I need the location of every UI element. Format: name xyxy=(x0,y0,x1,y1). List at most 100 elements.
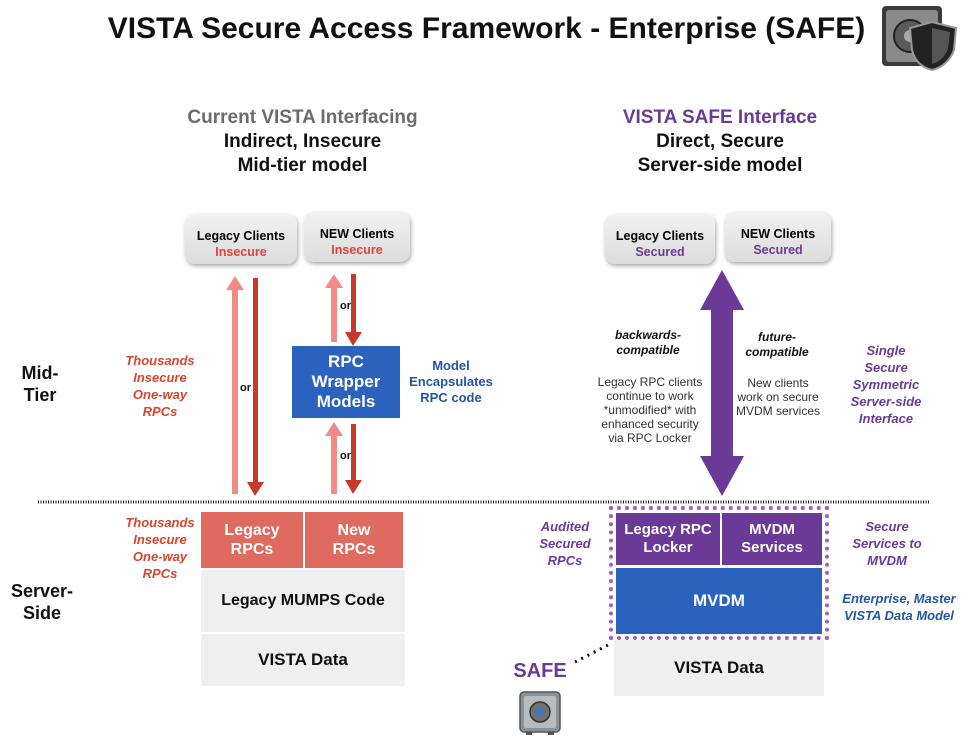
left-new-clients: NEW Clients Insecure xyxy=(304,212,410,262)
server-side-label: Server- Side xyxy=(2,580,82,624)
secure-services-note: Secure Services to MVDM xyxy=(838,518,936,569)
note-line: MVDM services xyxy=(735,404,820,418)
note-line: Thousands xyxy=(125,353,195,368)
box-line: RPCs xyxy=(230,541,274,558)
note-line: Model xyxy=(432,358,470,373)
future-compatible-desc: New clients work on secure MVDM services xyxy=(735,376,821,418)
right-header-2: Direct, Secure xyxy=(656,131,784,152)
left-header-3: Mid-tier model xyxy=(237,155,368,176)
note-line: Thousands xyxy=(125,515,195,530)
box-line: Legacy RPC xyxy=(624,521,712,538)
wrapper-top-down-arrow xyxy=(345,274,362,346)
note-line: continue to work xyxy=(606,389,694,403)
note-line: compatible xyxy=(745,345,809,359)
thousands-mid-note: Thousands Insecure One-way RPCs xyxy=(115,352,205,420)
note-line: Encapsulates xyxy=(409,374,493,389)
note-line: Single xyxy=(866,343,906,358)
enterprise-note: Enterprise, Master VISTA Data Model xyxy=(830,590,968,624)
note-line: *unmodified* with xyxy=(603,403,697,417)
note-line: Server-side xyxy=(850,394,922,409)
audited-secured-note: Audited Secured RPCs xyxy=(528,518,602,569)
note-line: compatible xyxy=(616,343,680,357)
note-line: New clients xyxy=(747,376,809,390)
note-line: Insecure xyxy=(133,532,187,547)
rpc-wrapper-models-box: RPC Wrapper Models xyxy=(292,346,400,418)
note-line: One-way xyxy=(132,549,188,564)
legacy-mumps-box: Legacy MUMPS Code xyxy=(201,570,405,632)
safe-vault-icon xyxy=(518,690,562,736)
box-line: Locker xyxy=(643,539,693,556)
right-header-3: Server-side model xyxy=(637,155,803,176)
left-up-arrow xyxy=(226,276,244,494)
box-line: New xyxy=(337,522,371,539)
safe-label: SAFE xyxy=(513,660,567,682)
left-vista-data-box: VISTA Data xyxy=(201,634,405,686)
note-line: RPCs xyxy=(142,566,178,581)
or-label-bottom: or xyxy=(340,450,351,462)
note-line: RPCs xyxy=(142,404,178,419)
right-new-clients-status: Secured xyxy=(753,243,803,257)
note-line: MVDM xyxy=(867,553,907,568)
box-line: MVDM xyxy=(749,521,795,538)
new-rpcs-box: New RPCs xyxy=(303,512,403,568)
right-legacy-clients: Legacy Clients Secured xyxy=(605,214,715,264)
backwards-compatible-label: backwards- compatible xyxy=(598,328,698,358)
note-line: Secure xyxy=(865,519,909,534)
note-line: enhanced security xyxy=(601,417,699,431)
note-line: backwards- xyxy=(614,328,682,342)
wrapper-top-up-arrow xyxy=(325,274,343,342)
safe-shield-icon xyxy=(880,4,962,74)
right-legacy-clients-status: Secured xyxy=(635,245,685,259)
wrapper-bottom-down-arrow xyxy=(345,424,362,494)
note-line: RPCs xyxy=(547,553,583,568)
safe-boundary-frame xyxy=(609,506,829,640)
note-line: Audited xyxy=(540,519,590,534)
note-line: Enterprise, Master xyxy=(842,591,956,606)
note-line: Interface xyxy=(858,411,914,426)
note-line: Services to xyxy=(852,536,922,551)
single-secure-interface-note: Single Secure Symmetric Server-side Inte… xyxy=(840,342,932,427)
safe-connector xyxy=(574,642,611,664)
left-new-clients-status: Insecure xyxy=(331,243,383,257)
note-line: Secure xyxy=(864,360,908,375)
mvdm-box: MVDM xyxy=(616,568,822,634)
note-line: Legacy RPC clients xyxy=(597,375,703,389)
page-title: VISTA Secure Access Framework - Enterpri… xyxy=(107,12,866,45)
right-new-clients-label: NEW Clients xyxy=(740,227,816,241)
mvdm-services-box: MVDM Services xyxy=(722,513,822,565)
left-header-2: Indirect, Insecure xyxy=(223,131,382,152)
box-line: Models xyxy=(316,392,376,411)
mid-tier-label: Mid- Tier xyxy=(10,362,70,406)
or-label-left: or xyxy=(240,382,251,394)
or-label-top: or xyxy=(340,300,351,312)
wrapper-bottom-up-arrow xyxy=(325,422,343,494)
note-line: via RPC Locker xyxy=(608,431,692,445)
box-line: Legacy xyxy=(224,522,280,539)
right-legacy-clients-label: Legacy Clients xyxy=(615,229,705,243)
note-line: Secured xyxy=(539,536,591,551)
left-legacy-clients: Legacy Clients Insecure xyxy=(185,214,297,264)
left-legacy-clients-status: Insecure xyxy=(215,245,267,259)
box-line: Wrapper xyxy=(311,372,381,391)
note-line: Insecure xyxy=(133,370,187,385)
note-line: Symmetric xyxy=(852,377,920,392)
right-vista-data-box: VISTA Data xyxy=(614,640,824,696)
right-header-1: VISTA SAFE Interface xyxy=(622,107,818,128)
legacy-rpcs-box: Legacy RPCs xyxy=(201,512,303,568)
box-line: RPC xyxy=(328,352,364,371)
note-line: work on secure xyxy=(737,390,819,404)
tier-line: Side xyxy=(22,603,61,623)
legacy-rpc-locker-box: Legacy RPC Locker xyxy=(616,513,720,565)
right-new-clients: NEW Clients Secured xyxy=(725,212,831,262)
model-encapsulates-note: Model Encapsulates RPC code xyxy=(405,358,497,406)
secure-double-arrow xyxy=(700,270,744,496)
thousands-server-note: Thousands Insecure One-way RPCs xyxy=(115,514,205,582)
left-down-arrow xyxy=(247,278,264,496)
note-line: future- xyxy=(758,330,796,344)
left-legacy-clients-label: Legacy Clients xyxy=(196,229,286,243)
left-new-clients-label: NEW Clients xyxy=(319,227,395,241)
box-line: Services xyxy=(741,539,803,556)
note-line: One-way xyxy=(132,387,188,402)
tier-line: Server- xyxy=(10,581,74,601)
